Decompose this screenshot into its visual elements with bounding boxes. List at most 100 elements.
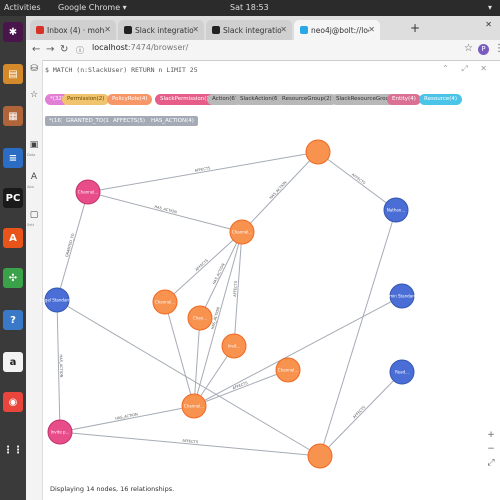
chrome-menu-icon[interactable]: ⋮ [494, 43, 500, 54]
relationship-edge[interactable] [164, 231, 243, 303]
neo4j-icon [300, 26, 308, 34]
label-chip[interactable]: *(32) [45, 94, 70, 105]
relationship-edge[interactable] [193, 231, 243, 407]
window-controls[interactable]: ✕ [485, 20, 496, 29]
help-icon[interactable]: ? [3, 310, 23, 330]
frame-controls[interactable]: ⌃ ⤢ ✕ [442, 64, 492, 73]
tab-inbox[interactable]: Inbox (4) · mohammad.kh✕ [30, 20, 116, 40]
relationship-edge[interactable] [164, 301, 195, 407]
relationship-label: AFFECTS [195, 258, 210, 272]
query-text[interactable]: $ MATCH (n:SlackUser) RETURN n LIMIT 25 [45, 66, 198, 74]
app-menu[interactable]: Google Chrome ▾ [58, 3, 127, 12]
graph-node[interactable] [152, 289, 178, 315]
documents-icon[interactable]: ▣ [29, 140, 39, 150]
slack-icon[interactable]: ✱ [3, 22, 23, 42]
files-icon[interactable]: ▦ [3, 106, 23, 126]
graph-node[interactable] [307, 443, 333, 469]
relationship-edge[interactable] [59, 431, 321, 457]
tab-slack-integration-2[interactable]: Slack integration by khu✕ [206, 20, 292, 40]
relationship-edge[interactable] [56, 299, 321, 457]
relationship-chip[interactable]: AFFECTS(5) [109, 116, 150, 126]
graph-node[interactable] [305, 139, 331, 165]
graph-canvas[interactable]: AFFECTSAFFECTSHAS_ACTIONHAS_ACTIONGRANTE… [26, 0, 500, 500]
close-icon[interactable]: ✕ [104, 25, 111, 34]
github-icon [212, 26, 220, 34]
puzzle-icon[interactable]: ✣ [3, 268, 23, 288]
graph-node[interactable] [229, 219, 255, 245]
url-field[interactable]: localhost:7474/browser/ [92, 43, 188, 52]
relationship-edge[interactable] [193, 295, 403, 407]
label-chip[interactable]: Entity(4) [387, 94, 421, 105]
graph-node[interactable] [181, 393, 207, 419]
settings-icon[interactable]: ▢ [29, 210, 39, 220]
fit-button[interactable]: ⤢ [487, 458, 495, 468]
relationship-edge[interactable] [319, 371, 403, 457]
software-center-icon[interactable]: A [3, 228, 23, 248]
zoom-in-button[interactable]: + [487, 430, 495, 440]
label-chip[interactable]: Permission(2) [62, 94, 110, 105]
relationship-label: AFFECTS [233, 280, 238, 297]
label-chip[interactable]: SlackPermission(1) [155, 94, 218, 105]
close-icon[interactable]: ✕ [192, 25, 199, 34]
graph-node[interactable] [275, 357, 301, 383]
relationship-edge[interactable] [56, 191, 89, 301]
relationship-edge[interactable] [199, 231, 243, 319]
relationship-edge[interactable] [87, 191, 243, 233]
label-chip[interactable]: SlackAction(6) [235, 94, 285, 105]
system-tray[interactable]: ▾ [487, 3, 494, 12]
status-text: Displaying 14 nodes, 16 relationships. [50, 485, 175, 493]
back-icon[interactable]: ← [32, 44, 41, 55]
bookmark-star-icon[interactable]: ☆ [464, 43, 473, 54]
amazon-icon[interactable]: a [3, 352, 23, 372]
reload-icon[interactable]: ↻ [60, 44, 69, 55]
browser-sync-icon[interactable]: A [30, 172, 38, 182]
graph-node[interactable] [187, 305, 213, 331]
node-caption: Channel... [278, 368, 298, 373]
label-chip[interactable]: Action(6) [207, 94, 243, 105]
forward-icon[interactable]: → [46, 44, 55, 55]
relationship-chip[interactable]: *(16) [45, 116, 68, 126]
new-tab-button[interactable]: + [410, 21, 421, 35]
relationship-edge[interactable] [59, 405, 195, 433]
relationship-label: HAS_ACTION [154, 205, 177, 215]
relationship-chip[interactable]: HAS_ACTION(4) [147, 116, 198, 126]
tab-neo4j[interactable]: neo4j@bolt://localhost:7✕ [294, 20, 380, 40]
document-icon[interactable]: ≡ [3, 148, 23, 168]
apps-grid-icon[interactable]: ⋮⋮ [3, 440, 23, 460]
relationship-edge[interactable] [233, 231, 243, 347]
graph-node[interactable] [47, 419, 73, 445]
sidebar-label: Data [27, 153, 36, 157]
database-icon[interactable]: ⛁ [30, 64, 38, 74]
label-chip[interactable]: ResourceGroup(2) [277, 94, 337, 105]
relationship-edge[interactable] [241, 151, 319, 233]
relationship-edge[interactable] [193, 317, 201, 407]
zoom-out-button[interactable]: − [487, 444, 495, 454]
graph-node[interactable] [44, 287, 70, 313]
archive-icon[interactable]: ▤ [3, 64, 23, 84]
label-chip[interactable]: SlackResourceGroup(2) [331, 94, 406, 105]
relationship-edge[interactable] [56, 299, 61, 433]
close-icon[interactable]: ✕ [280, 25, 287, 34]
close-icon[interactable]: ✕ [368, 25, 375, 34]
graph-node[interactable] [221, 333, 247, 359]
graph-node[interactable] [389, 283, 415, 309]
profile-avatar[interactable]: P [478, 44, 489, 55]
graph-node[interactable] [75, 179, 101, 205]
clock[interactable]: Sat 18:53 [230, 3, 269, 12]
favorites-icon[interactable]: ☆ [29, 90, 39, 100]
label-chip[interactable]: Resource(4) [419, 94, 463, 105]
pycharm-icon[interactable]: PC [3, 188, 23, 208]
chrome-icon[interactable]: ◉ [3, 392, 23, 412]
tab-strip: Inbox (4) · mohammad.kh✕ Slack integrati… [26, 16, 500, 40]
activities-button[interactable]: Activities [4, 3, 41, 12]
graph-node[interactable] [389, 359, 415, 385]
relationship-chip[interactable]: GRANTED_TO(1) [62, 116, 116, 126]
relationship-edge[interactable] [193, 369, 289, 407]
relationship-edge[interactable] [317, 151, 397, 211]
tab-slack-integration-1[interactable]: Slack integration by khu✕ [118, 20, 204, 40]
graph-node[interactable] [383, 197, 409, 223]
relationship-edge[interactable] [319, 209, 397, 457]
relationship-edge[interactable] [87, 151, 319, 193]
info-icon[interactable]: ⓘ [76, 46, 84, 55]
label-chip[interactable]: PolicyRole(4) [107, 94, 153, 105]
